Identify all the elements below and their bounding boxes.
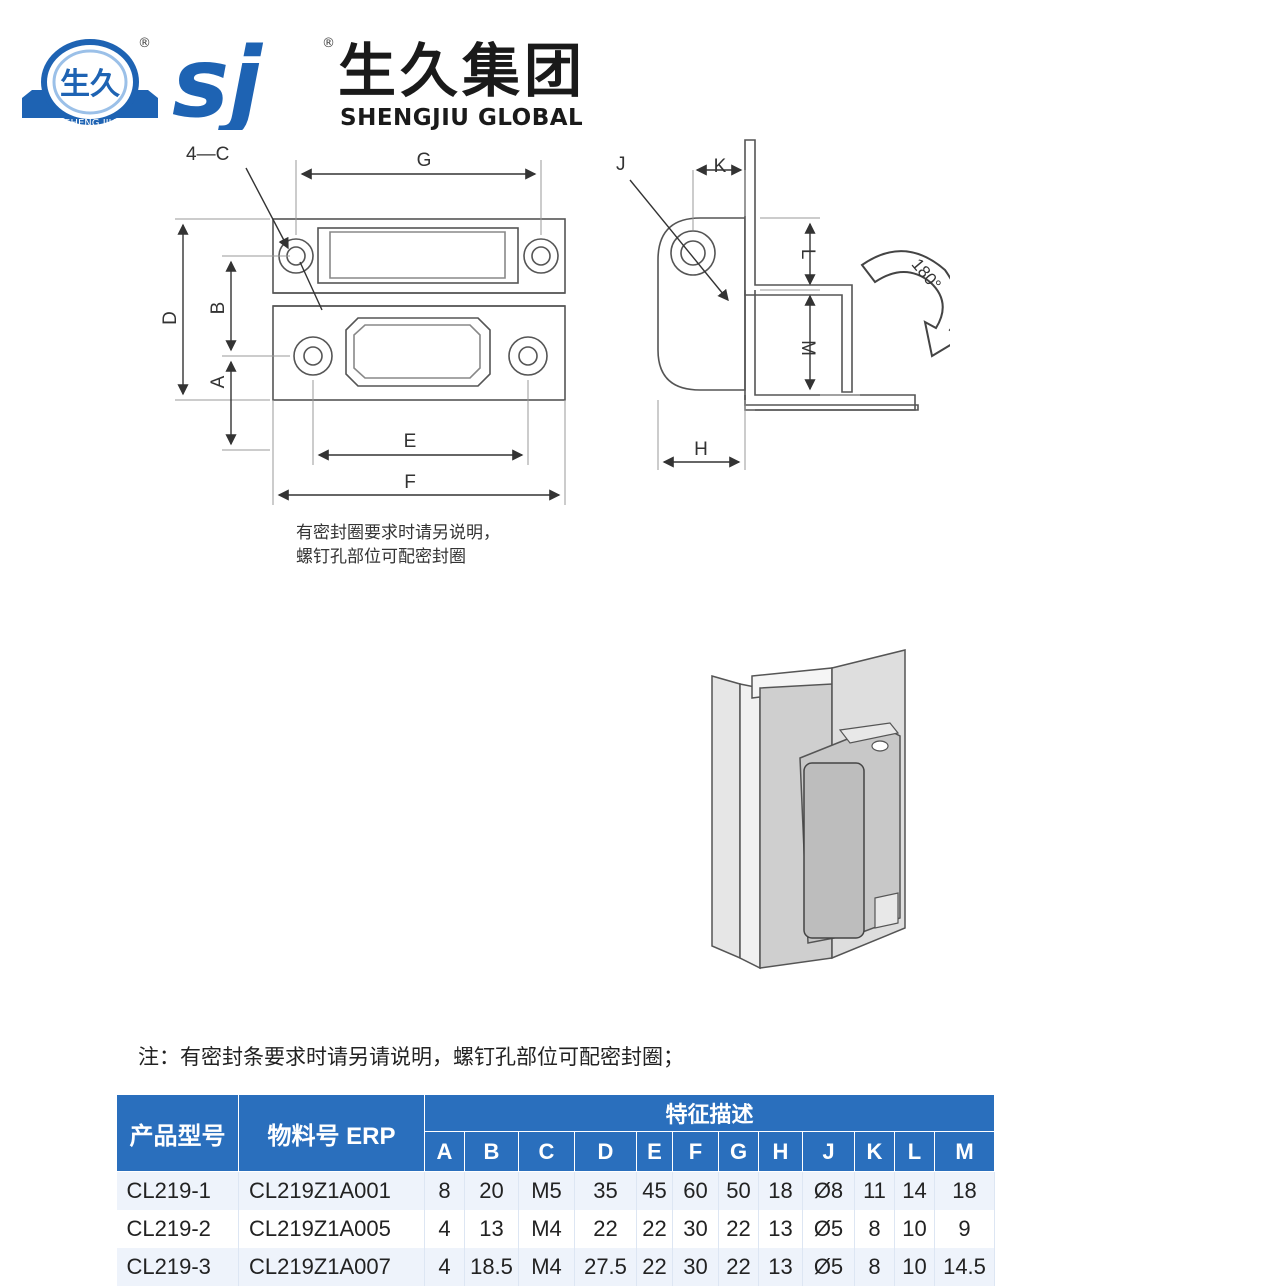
cell-value: 13 [758, 1248, 803, 1286]
col-header-dim: C [518, 1131, 575, 1172]
hinge-technical-drawing: D B A G E F 4—C H K J L M 180° [160, 139, 950, 505]
cell-value: 9 [934, 1210, 995, 1248]
cell-erp: CL219Z1A007 [238, 1248, 425, 1286]
cell-value: 18 [758, 1171, 803, 1210]
dim-label-J: J [616, 154, 626, 175]
col-header-dim: B [464, 1131, 519, 1172]
col-header-dim: L [894, 1131, 935, 1172]
dim-label-B: B [208, 302, 229, 315]
cell-value: 60 [672, 1171, 719, 1210]
spec-note: 注：有密封条要求时请另请说明，螺钉孔部位可配密封圈； [138, 1045, 684, 1069]
dim-label-M: M [797, 340, 818, 356]
col-header-dim: F [672, 1131, 719, 1172]
cell-model: CL219-3 [116, 1248, 239, 1286]
cell-value: 13 [758, 1210, 803, 1248]
cell-value: 8 [424, 1171, 465, 1210]
cell-value: 45 [636, 1171, 673, 1210]
cell-value: 18.5 [464, 1248, 519, 1286]
col-header-dim: D [574, 1131, 637, 1172]
cell-value: 22 [574, 1210, 637, 1248]
hinge-product-render [700, 628, 920, 996]
cell-value: Ø5 [802, 1248, 855, 1286]
table-row: CL219-3 CL219Z1A007 4 18.5 M4 27.5 22 30… [116, 1248, 995, 1286]
cell-value: 18 [934, 1171, 995, 1210]
cell-value: M5 [518, 1171, 575, 1210]
cell-value: 27.5 [574, 1248, 637, 1286]
dim-label-H: H [694, 439, 708, 460]
dim-label-C: 4—C [186, 144, 229, 165]
dim-label-F: F [404, 472, 416, 493]
cell-value: 30 [672, 1210, 719, 1248]
cell-value: 8 [854, 1248, 895, 1286]
spec-table: 产品型号 物料号 ERP 特征描述 A B C D E F G H J K L … [116, 1093, 995, 1286]
cell-erp: CL219Z1A001 [238, 1171, 425, 1210]
cell-value: 4 [424, 1210, 465, 1248]
cell-value: 10 [894, 1210, 935, 1248]
badge-text: 生久 [60, 67, 120, 102]
dim-label-E: E [404, 431, 417, 452]
cell-value: Ø5 [802, 1210, 855, 1248]
shengjiu-badge-logo: 生久 SHENG JIU [22, 39, 158, 129]
col-header-dim: K [854, 1131, 895, 1172]
cell-value: 22 [718, 1210, 759, 1248]
col-header-dim: G [718, 1131, 759, 1172]
cell-value: 13 [464, 1210, 519, 1248]
col-header-features: 特征描述 [424, 1093, 995, 1133]
dim-label-L: L [797, 249, 818, 260]
cell-value: 22 [636, 1210, 673, 1248]
dim-label-G: G [417, 150, 432, 171]
cell-value: 14.5 [934, 1248, 995, 1286]
dim-label-K: K [714, 156, 727, 177]
table-row: CL219-1 CL219Z1A001 8 20 M5 35 45 60 50 … [116, 1171, 995, 1210]
dim-label-A: A [208, 375, 229, 388]
col-header-dim: H [758, 1131, 803, 1172]
dim-label-D: D [160, 311, 181, 325]
cell-erp: CL219Z1A005 [238, 1210, 425, 1248]
sj-text: sj [172, 38, 263, 130]
cell-value: 10 [894, 1248, 935, 1286]
col-header-dim: E [636, 1131, 673, 1172]
cell-value: 22 [718, 1248, 759, 1286]
drawing-note-line1: 有密封圈要求时请另说明， [296, 523, 500, 543]
cell-value: 20 [464, 1171, 519, 1210]
cell-value: Ø8 [802, 1171, 855, 1210]
col-header-model: 产品型号 [116, 1094, 239, 1172]
cell-value: 11 [854, 1171, 895, 1210]
cell-value: 22 [636, 1248, 673, 1286]
col-header-dim: J [802, 1131, 855, 1172]
cell-model: CL219-1 [116, 1171, 239, 1210]
cell-value: 4 [424, 1248, 465, 1286]
cell-value: M4 [518, 1210, 575, 1248]
cell-value: M4 [518, 1248, 575, 1286]
cell-value: 50 [718, 1171, 759, 1210]
cell-value: 14 [894, 1171, 935, 1210]
col-header-dim: A [424, 1131, 465, 1172]
table-row: CL219-2 CL219Z1A005 4 13 M4 22 22 30 22 … [116, 1210, 995, 1248]
col-header-erp: 物料号 ERP [238, 1094, 425, 1172]
cell-value: 35 [574, 1171, 637, 1210]
badge-sub: SHENG JIU [64, 118, 116, 129]
brand-name-cn: 生久集团 [338, 37, 587, 105]
cell-model: CL219-2 [116, 1210, 239, 1248]
cell-value: 8 [854, 1210, 895, 1248]
sj-mark-logo: sj [172, 38, 263, 130]
cell-value: 30 [672, 1248, 719, 1286]
registered-mark-2: ® [322, 36, 335, 51]
brand-name-en: SHENGJIU GLOBAL [340, 105, 584, 131]
registered-mark: ® [138, 36, 151, 51]
col-header-dim: M [934, 1131, 995, 1172]
drawing-note-line2: 螺钉孔部位可配密封圈 [296, 547, 466, 567]
